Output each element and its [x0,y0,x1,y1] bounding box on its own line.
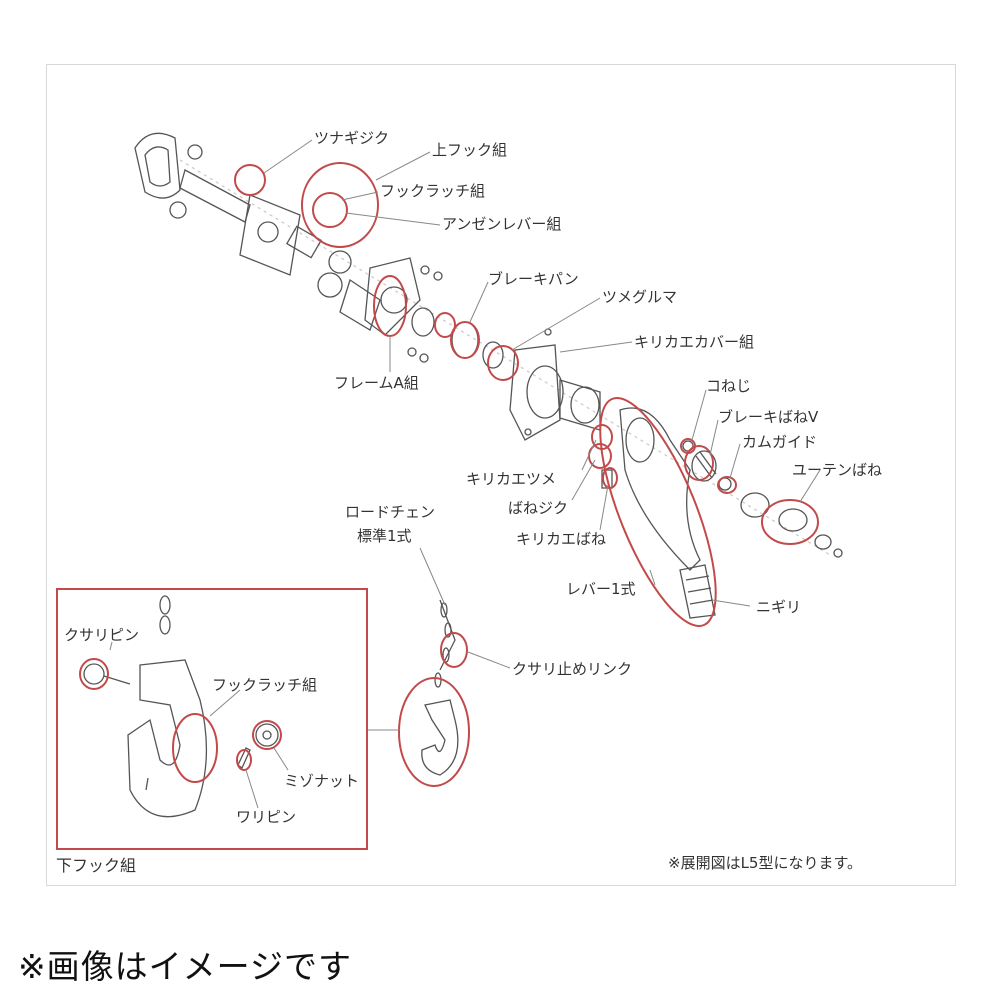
label-kirikae-cover: キリカエカバー組 [634,333,755,351]
kirikae-cover-part [509,328,564,441]
label-lever-set: レバー1式 [566,580,636,598]
label-tsume-guruma: ツメグルマ [602,288,678,306]
label-kusari-pin: クサリピン [64,626,140,644]
lever-part [619,407,716,619]
label-chain-stop-link: クサリ止めリンク [512,660,633,678]
label-load-chain-standard: 標準1式 [357,527,412,545]
label-grip: ニギリ [756,598,802,616]
model-note: ※展開図はL5型になります。 [668,854,862,872]
label-kirikae-spring: キリカエばね [516,530,607,548]
label-brake-spring-v: ブレーキばねV [718,408,819,426]
label-yuten-spring: ユーテンばね [792,461,883,479]
label-brake-pan: ブレーキパン [488,270,579,288]
lower-hook-title: 下フック組 [56,856,137,875]
label-frame-a: フレームA組 [334,374,419,392]
frame-a-part [364,257,443,363]
leader-lines [109,139,821,809]
label-upper-hook: 上フック組 [432,141,508,159]
upper-hook-part [134,132,251,223]
highlight-markers [79,162,819,787]
label-cam-guide: カムガイド [742,433,818,451]
label-kirikae-tsume: キリカエツメ [466,470,557,488]
label-anzen-lever: アンゼンレバー組 [442,215,562,233]
label-load-chain: ロードチェン [345,503,436,521]
label-sub-hook-latch: フックラッチ組 [212,676,318,694]
lower-hook-subassembly-box [56,588,368,850]
diagram-frame [46,64,956,886]
image-disclaimer-caption: ※画像はイメージです [18,947,352,986]
label-wari-pin: ワリピン [236,808,297,826]
frame-plate-part [239,194,381,331]
label-konejji: コねじ [706,377,752,395]
label-tsunagijiku: ツナギジク [314,129,390,147]
label-hook-latch: フックラッチ組 [380,182,486,200]
load-chain-part [434,599,456,688]
label-mizo-nut: ミゾナット [284,772,360,790]
label-spring-jiku: ばねジク [508,499,569,517]
